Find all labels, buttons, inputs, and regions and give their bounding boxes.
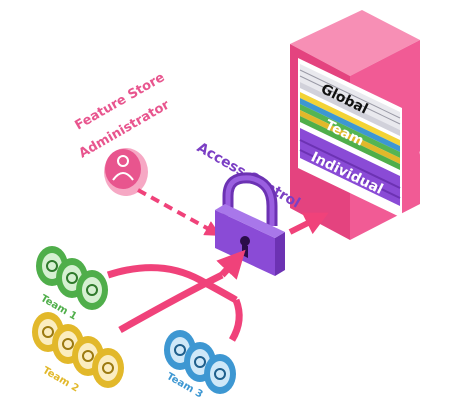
shelf-global bbox=[299, 64, 401, 136]
store-logo: {{ bbox=[413, 127, 467, 173]
team3-user-3 bbox=[204, 354, 236, 394]
shelf-individual bbox=[299, 128, 401, 206]
shelf-team bbox=[300, 92, 400, 170]
team1-group: Team 1 bbox=[36, 246, 108, 323]
team-flow-lines bbox=[106, 249, 246, 342]
admin-to-lock-arrow bbox=[137, 188, 222, 236]
team1-user-3 bbox=[76, 270, 108, 310]
team3-group: Team 3 bbox=[164, 330, 236, 401]
lock-to-store-arrow bbox=[288, 212, 329, 235]
user-icon bbox=[104, 148, 148, 196]
team2-label: Team 2 bbox=[41, 365, 81, 394]
admin-label: Feature Store Administrator bbox=[73, 70, 173, 162]
server-rack-icon: {{ Global Team Individual bbox=[290, 10, 466, 240]
padlock-icon bbox=[215, 172, 285, 276]
team2-user-4 bbox=[92, 348, 124, 388]
team2-group: Team 2 bbox=[32, 312, 124, 395]
